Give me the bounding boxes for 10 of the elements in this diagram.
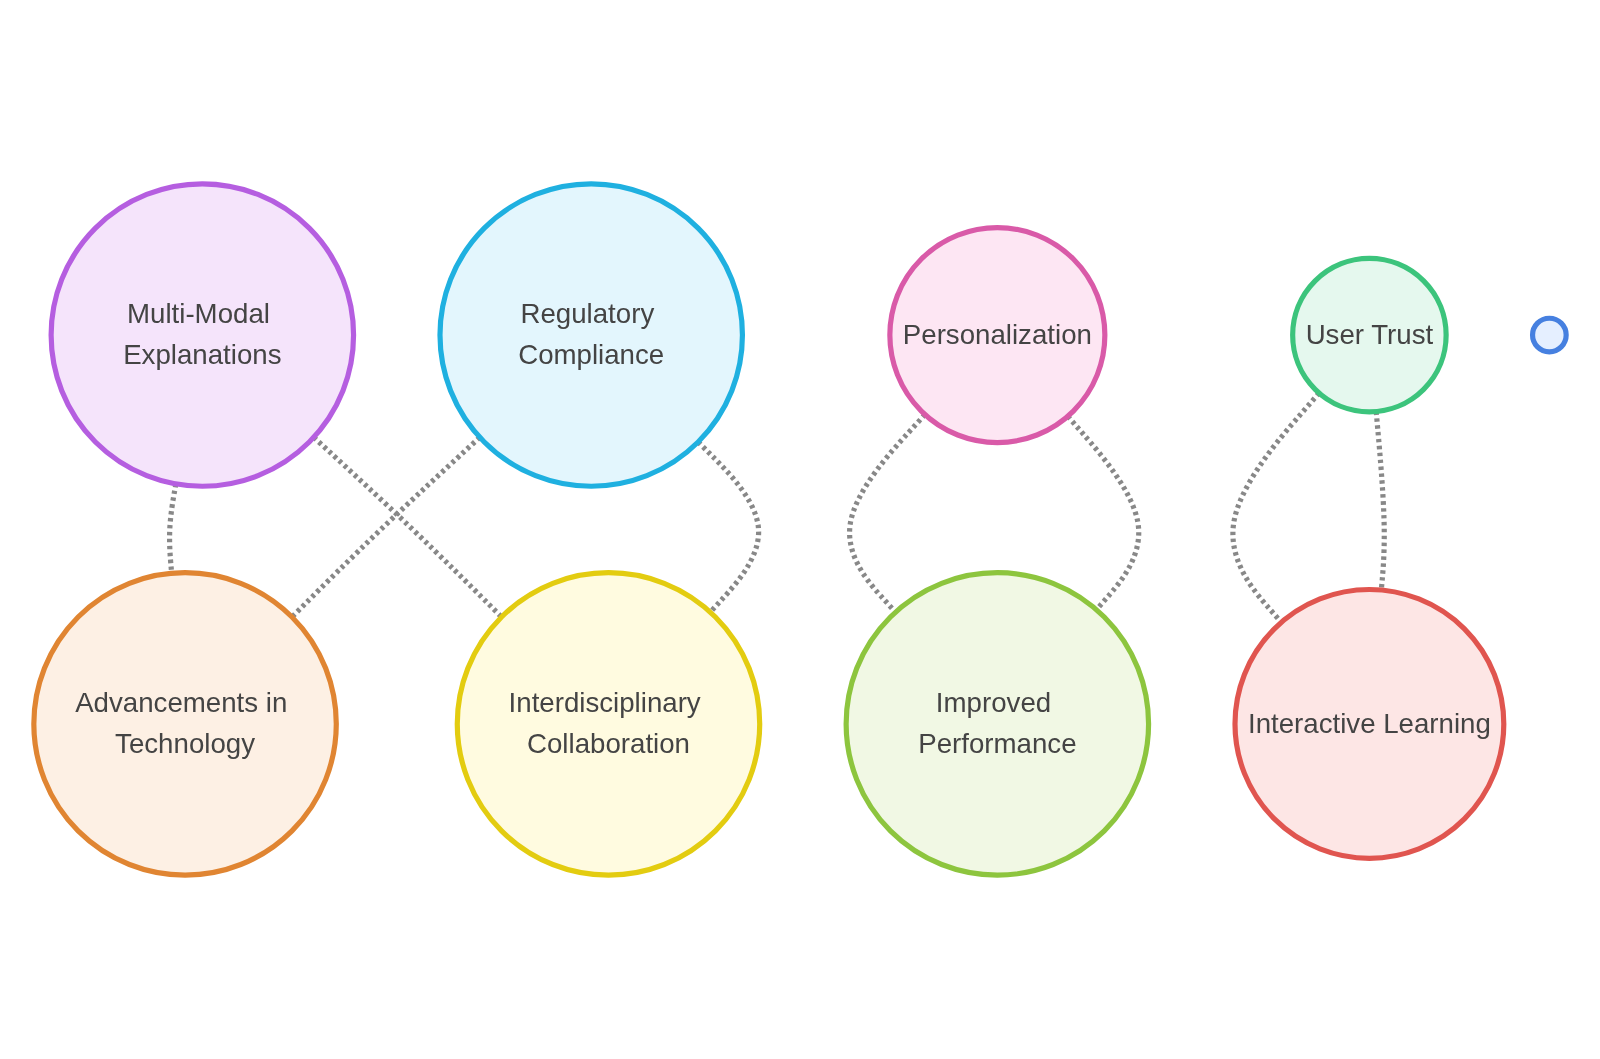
node-circle: Personalization — [887, 224, 1108, 446]
node-circle: Regulatory Compliance — [437, 181, 745, 489]
node-circle: Improved Performance — [843, 570, 1152, 878]
node-circle: Interdisciplinary Collaboration — [454, 570, 763, 878]
node-circle: Interactive Learning — [1232, 586, 1507, 861]
connector — [1373, 411, 1387, 591]
node-circle: Multi-Modal Explanations — [48, 181, 357, 489]
node-circle: Advancements in Technology — [31, 570, 339, 878]
node-circle — [1529, 315, 1569, 355]
node-circle: User Trust — [1290, 255, 1449, 415]
